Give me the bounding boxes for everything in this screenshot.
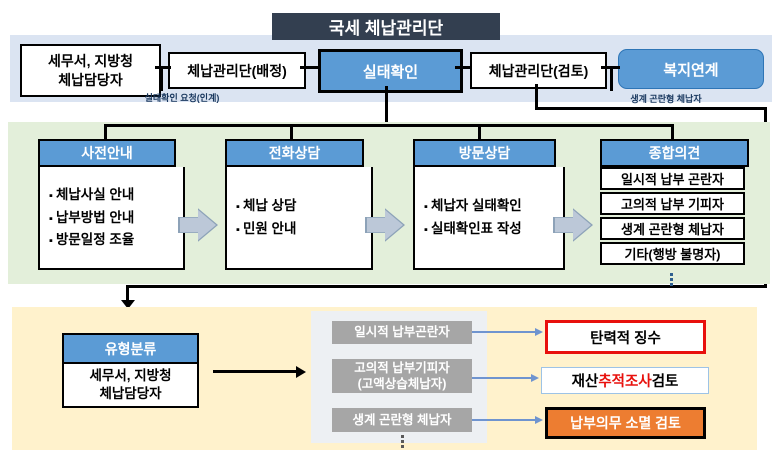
column-header-overall-opinion: 종합의견 xyxy=(600,139,749,167)
column-header-advance-notice: 사전안내 xyxy=(38,139,176,167)
action-obligation-extinguish: 납부의무 소멸 검토 xyxy=(545,407,706,439)
connector-b-c xyxy=(300,66,320,69)
type-intentional-evader: 고의적 납부기피자 (고액상습체납자) xyxy=(332,359,472,393)
stub-col2 xyxy=(290,124,293,141)
arrowhead-right-icon xyxy=(531,374,539,382)
opinion-item: 생계 곤란형 체납자 xyxy=(600,217,745,240)
action-asset-post: 검토 xyxy=(651,374,679,390)
connector-review-down xyxy=(535,84,538,110)
connector-a-b xyxy=(155,66,171,69)
opinion-item: 일시적 납부 곤란자 xyxy=(600,167,745,190)
connector-factcheck-down xyxy=(385,86,388,127)
column-header-visit-consult: 방문상담 xyxy=(413,139,556,167)
connector-into-yellow xyxy=(126,285,129,302)
column-header-phone-consult: 전화상담 xyxy=(225,139,364,167)
opinion-item: 기타(행방 불명자) xyxy=(600,242,745,265)
connector-c-d xyxy=(455,66,472,69)
arrow-classify-line xyxy=(213,370,297,373)
column-body-visit-consult: 체납자 실태확인 실태확인표 작성 xyxy=(413,167,565,270)
classification-owner: 세무서, 지방청 체납담당자 xyxy=(89,368,172,401)
bullet-item: 실태확인표 작성 xyxy=(424,220,563,238)
arrow-type3-line xyxy=(472,419,536,421)
box-assign: 체납관리단(배정) xyxy=(168,52,306,89)
arrow-type1-line xyxy=(472,331,536,333)
continuation-dots-icon xyxy=(401,435,404,448)
bullet-item: 민원 안내 xyxy=(236,220,371,238)
action-asset-pre: 재산 xyxy=(571,374,599,390)
distribution-line xyxy=(104,124,674,127)
connector-bottom-horizontal xyxy=(126,285,767,288)
type-temporary-hardship: 일시적 납부곤란자 xyxy=(332,321,472,344)
column-body-advance-notice: 체납사실 안내 납부방법 안내 방문일정 조율 xyxy=(38,167,185,270)
label-fact-check-request: 실태확인 요청(인계) xyxy=(144,93,220,103)
stub-col3 xyxy=(478,124,481,141)
arrowhead-right-icon xyxy=(296,365,306,378)
bullet-item: 체납자 실태확인 xyxy=(424,197,563,215)
column-body-overall-opinion: 일시적 납부 곤란자 고의적 납부 기피자 생계 곤란형 체납자 기타(행방 불… xyxy=(600,167,745,265)
action-asset-red: 추적조사 xyxy=(598,374,652,390)
connector-label-request-drop xyxy=(160,66,163,91)
opinion-item: 고의적 납부 기피자 xyxy=(600,192,745,215)
bullet-item: 체납사실 안내 xyxy=(49,186,183,204)
stub-col4 xyxy=(671,124,674,141)
classification-title: 유형분류 xyxy=(64,335,197,364)
column-body-phone-consult: 체납 상담 민원 안내 xyxy=(225,167,373,270)
type-livelihood-hardship: 생계 곤란형 체납자 xyxy=(332,408,472,432)
arrowhead-down-icon xyxy=(120,300,135,309)
arrowhead-right-icon xyxy=(535,416,543,424)
arrowhead-right-icon xyxy=(535,328,543,336)
box-fact-check: 실태확인 xyxy=(318,49,463,93)
action-flexible-collection: 탄력적 징수 xyxy=(545,320,706,354)
label-livelihood-delinquent: 생계 곤란형 체납자 xyxy=(630,94,702,104)
bullet-item: 체납 상담 xyxy=(236,197,371,215)
stub-col1 xyxy=(104,124,107,141)
box-review: 체납관리단(검토) xyxy=(470,52,607,89)
box-welfare-link: 복지연계 xyxy=(618,49,764,89)
connector-label-livelihood-drop xyxy=(610,66,613,91)
page-title: 국세 체납관리단 xyxy=(272,13,500,40)
bullet-item: 납부방법 안내 xyxy=(49,209,183,227)
box-tax-office: 세무서, 지방청 체납담당자 xyxy=(20,44,161,97)
classification-box: 유형분류 세무서, 지방청 체납담당자 xyxy=(62,333,199,408)
bullet-item: 방문일정 조율 xyxy=(49,231,183,249)
arrow-type2-line xyxy=(472,377,532,379)
connector-review-right xyxy=(535,107,767,110)
continuation-dots-icon xyxy=(670,273,673,286)
action-asset-tracking: 재산 추적조사 검토 xyxy=(541,367,709,394)
